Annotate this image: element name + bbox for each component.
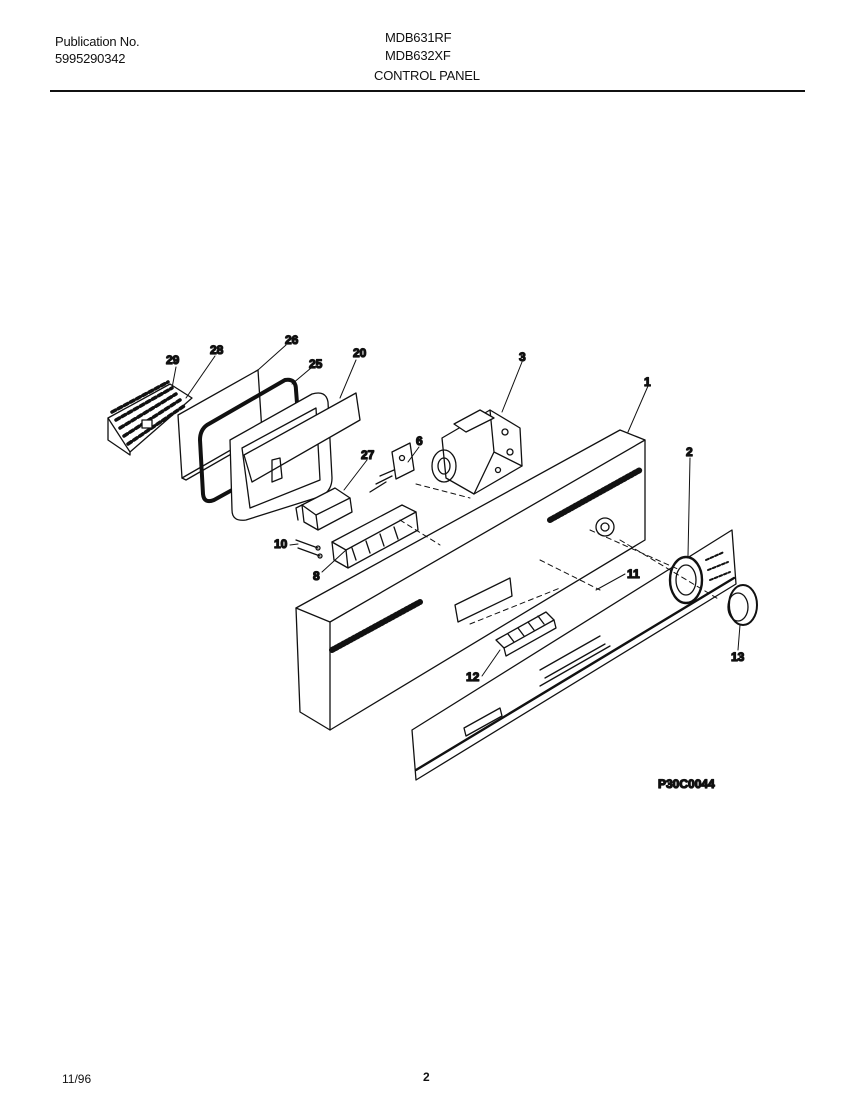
section-title: CONTROL PANEL — [374, 68, 480, 83]
callout-11: 11 — [627, 567, 640, 581]
callout-10: 10 — [274, 537, 288, 551]
publication-number: 5995290342 — [55, 51, 126, 66]
header-rule — [50, 90, 805, 92]
faceplate — [411, 529, 737, 781]
assembly-lines — [399, 483, 721, 625]
footer-date: 11/96 — [62, 1072, 92, 1086]
part-29-insulation-block — [107, 380, 193, 456]
callout-27: 27 — [361, 448, 375, 462]
callout-2: 2 — [686, 445, 693, 459]
model-number-1: MDB631RF — [385, 30, 452, 45]
callout-28: 28 — [210, 343, 224, 357]
part-3-timer — [431, 409, 523, 495]
page-number: 2 — [423, 1070, 430, 1084]
callout-13: 13 — [731, 650, 745, 664]
callout-20: 20 — [353, 346, 367, 360]
callout-1: 1 — [644, 375, 651, 389]
part-10-screws — [295, 539, 323, 559]
part-12-buttons — [495, 611, 557, 657]
part-1-control-panel — [295, 429, 646, 731]
callout-26: 26 — [285, 333, 299, 347]
part-20-liner — [229, 392, 361, 521]
callout-12: 12 — [466, 670, 480, 684]
callout-25: 25 — [309, 357, 323, 371]
publication-label: Publication No. — [55, 34, 140, 49]
part-6-switch — [369, 442, 415, 493]
part-13-knob — [727, 584, 758, 626]
callout-3: 3 — [519, 350, 526, 364]
part-8-terminal-block — [331, 504, 419, 569]
callout-8: 8 — [313, 569, 320, 583]
part-27-relay — [295, 487, 353, 531]
callout-29: 29 — [166, 353, 180, 367]
figure-code: P30C0044 — [658, 777, 715, 791]
leader-lines — [171, 344, 741, 677]
callout-6: 6 — [416, 434, 423, 448]
model-number-2: MDB632XF — [385, 48, 451, 63]
